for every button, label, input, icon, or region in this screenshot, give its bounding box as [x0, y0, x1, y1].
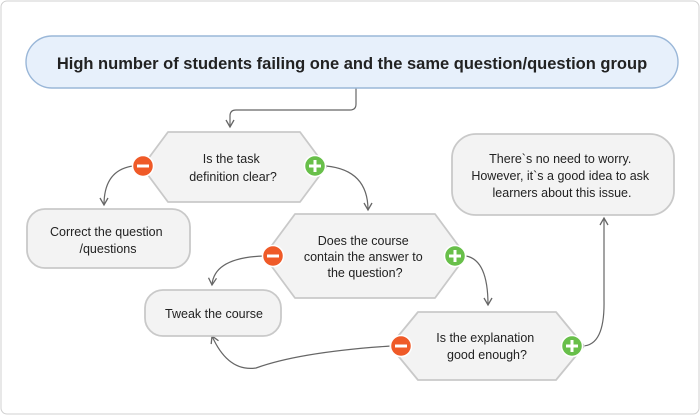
process-no-need-to-worry: There`s no need to worry. However, it`s …: [451, 133, 675, 216]
process-tweak-course: Tweak the course: [144, 289, 282, 337]
arrow-explanation-yes: [581, 216, 609, 347]
decision-task-definition: Is the task definition clear?: [141, 131, 327, 203]
node-text-line: Does the course: [318, 234, 409, 248]
node-text-line: Is the explanation: [436, 331, 534, 345]
page-title: High number of students failing one and …: [57, 55, 647, 73]
arrow-task-no: [99, 165, 134, 207]
node-text-line: Correct the question: [50, 225, 163, 239]
minus-icon: [389, 334, 413, 358]
node-text-line: the question?: [327, 266, 402, 280]
node-text-line: Is the task: [203, 152, 261, 166]
decision-explanation: Is the explanation good enough?: [389, 311, 585, 381]
arrow-course-no: [207, 255, 264, 287]
svg-text:Is the task definition c: Is the task definition clear?: [189, 152, 277, 184]
title-node: High number of students failing one and …: [25, 35, 679, 89]
plus-icon: [560, 334, 584, 358]
decision-course-contains: Does the course contain the answer to th…: [263, 213, 467, 299]
process-correct-question: Correct the question /questions: [26, 208, 191, 269]
arrow-course-yes: [465, 255, 493, 307]
node-text-line: definition clear?: [189, 170, 277, 184]
svg-text:Correct the question /qu: Correct the question /questions: [50, 225, 166, 256]
node-text-line: /questions: [80, 242, 137, 256]
arrow-title-to-task: [225, 88, 357, 129]
svg-text:Does the course contain: Does the course contain the answer to th…: [304, 234, 426, 280]
svg-text:There`s no need to worry.: There`s no need to worry. However, it`s …: [471, 152, 652, 200]
plus-icon: [303, 154, 327, 178]
node-text-line: Tweak the course: [165, 307, 263, 321]
connectors: [99, 88, 609, 369]
arrow-explanation-no: [210, 334, 392, 369]
arrow-task-yes: [325, 165, 373, 212]
plus-icon: [443, 244, 467, 268]
svg-text:Is the explanation good: Is the explanation good enough?: [436, 331, 537, 362]
node-text-line: There`s no need to worry.: [489, 152, 631, 166]
node-text-line: learners about this issue.: [493, 186, 632, 200]
node-text-line: contain the answer to: [304, 250, 423, 264]
node-text-line: However, it`s a good idea to ask: [471, 169, 650, 183]
minus-icon: [261, 244, 285, 268]
node-text-line: good enough?: [447, 348, 527, 362]
minus-icon: [131, 154, 155, 178]
